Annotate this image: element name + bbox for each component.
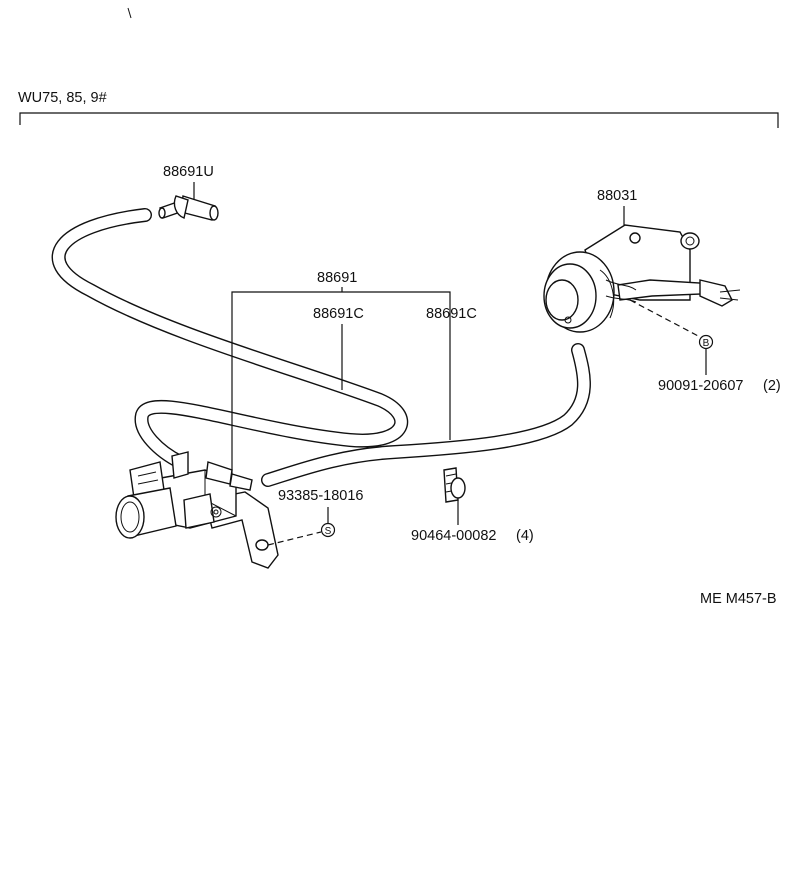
screw-dashed-leader (267, 531, 322, 546)
hose-set-callout: 88691 (317, 270, 357, 286)
screw-symbol: S (325, 526, 332, 537)
tee-fitting-callout: 88691U (163, 164, 214, 180)
bolt-dashed-leader (629, 299, 703, 339)
scan-mark (127, 7, 132, 19)
bolt-qty: (2) (763, 378, 781, 394)
bolt-callout: 90091-20607 (658, 378, 743, 394)
hose-lower-callout: 88691C (426, 306, 477, 322)
bolt-symbol: B (703, 338, 710, 349)
figure-code: ME M457-B (700, 591, 777, 607)
screw-symbol-circle (320, 522, 336, 538)
hose-set-bracket (231, 291, 451, 482)
hose-clamp-part (443, 467, 466, 503)
vsv-screw-callout: 93385-18016 (278, 488, 363, 504)
vsv-solenoid-part (115, 451, 279, 569)
clamp-qty: (4) (516, 528, 534, 544)
egr-valve-callout: 88031 (597, 188, 637, 204)
section-bracket (19, 112, 779, 128)
hose-upper-loop (51, 208, 409, 469)
tee-fitting-part (158, 195, 219, 221)
hose-upper-callout: 88691C (313, 306, 364, 322)
bolt-symbol-circle (698, 334, 714, 350)
hose-lower-run (261, 343, 591, 487)
clamp-callout: 90464-00082 (411, 528, 496, 544)
egr-valve-part (543, 224, 741, 333)
model-range-label: WU75, 85, 9# (18, 90, 107, 106)
